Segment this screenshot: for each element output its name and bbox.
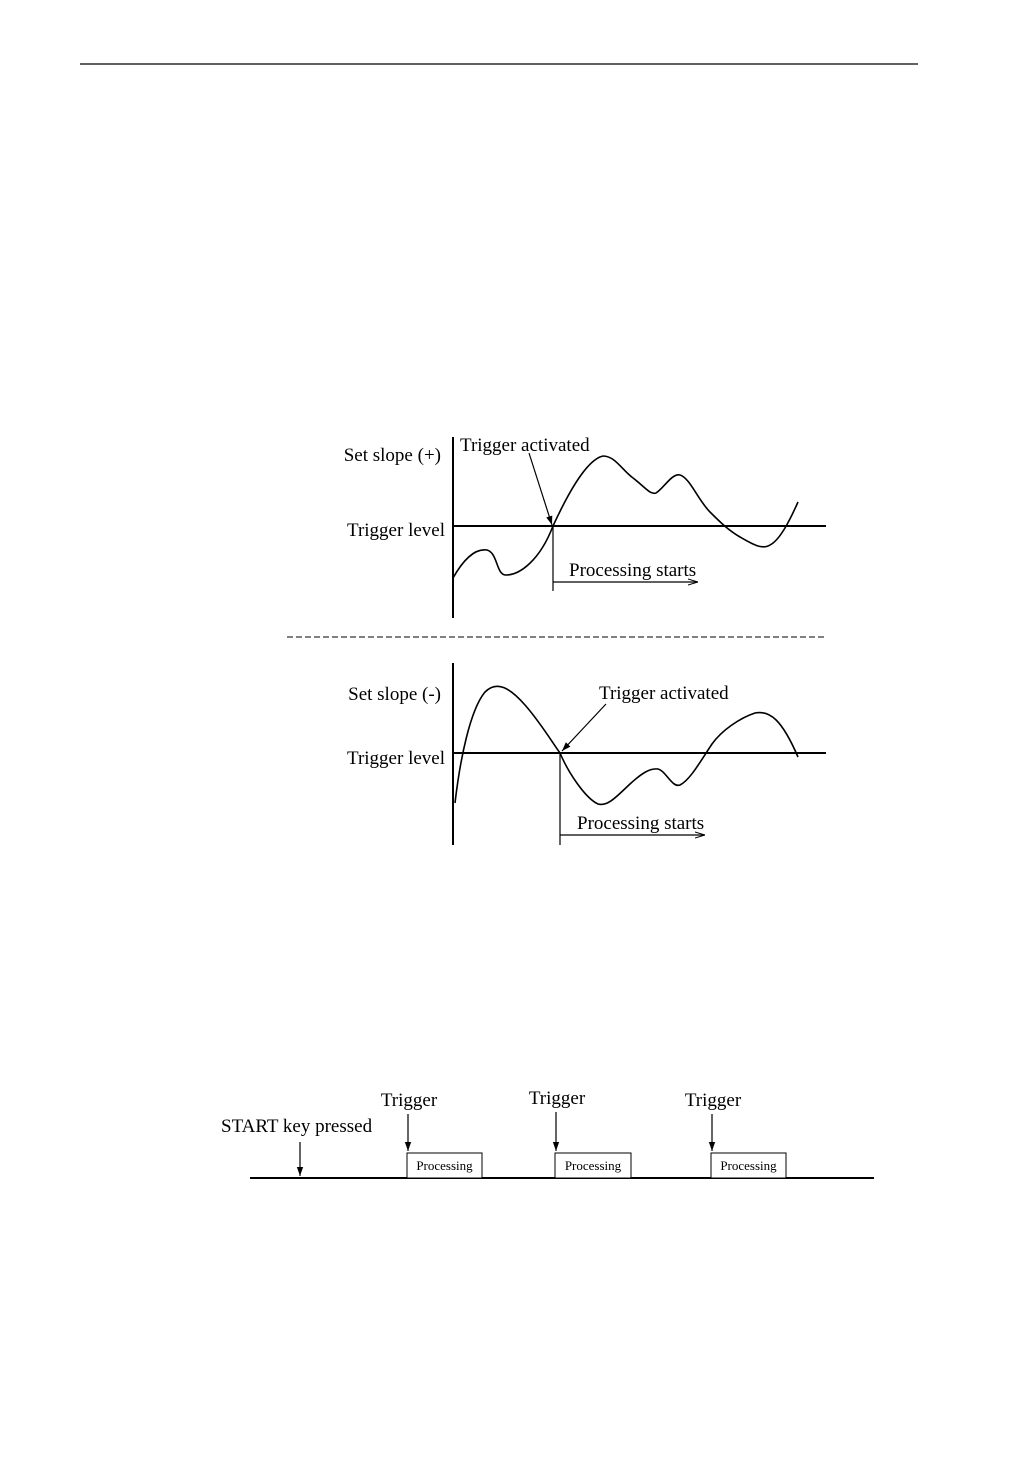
trigger-level-label: Trigger level (347, 748, 445, 769)
slope-plus-diagram: Set slope (+) Trigger level Trigger acti… (344, 435, 826, 618)
trigger-event: Trigger Processing (529, 1088, 631, 1178)
activated-pointer-arrow (562, 704, 606, 751)
processing-block-label: Processing (416, 1158, 473, 1173)
set-slope-label: Set slope (+) (344, 445, 441, 466)
trigger-activated-label: Trigger activated (599, 683, 729, 704)
processing-starts-label: Processing starts (577, 813, 704, 834)
trigger-level-label: Trigger level (347, 520, 445, 541)
trigger-activated-label: Trigger activated (460, 435, 590, 456)
processing-block-label: Processing (565, 1158, 622, 1173)
slope-minus-diagram: Set slope (-) Trigger level Trigger acti… (347, 663, 826, 845)
activated-pointer-arrow (529, 453, 552, 525)
trigger-label: Trigger (685, 1090, 742, 1111)
processing-starts-label: Processing starts (569, 560, 696, 581)
trigger-event: Trigger Processing (685, 1090, 786, 1178)
trigger-timeline-diagram: START key pressed Trigger Processing Tri… (221, 1088, 874, 1178)
trigger-label: Trigger (529, 1088, 586, 1109)
set-slope-label: Set slope (-) (348, 684, 441, 705)
start-key-label: START key pressed (221, 1116, 373, 1137)
trigger-label: Trigger (381, 1090, 438, 1111)
trigger-event: Trigger Processing (381, 1090, 482, 1178)
processing-block-label: Processing (720, 1158, 777, 1173)
